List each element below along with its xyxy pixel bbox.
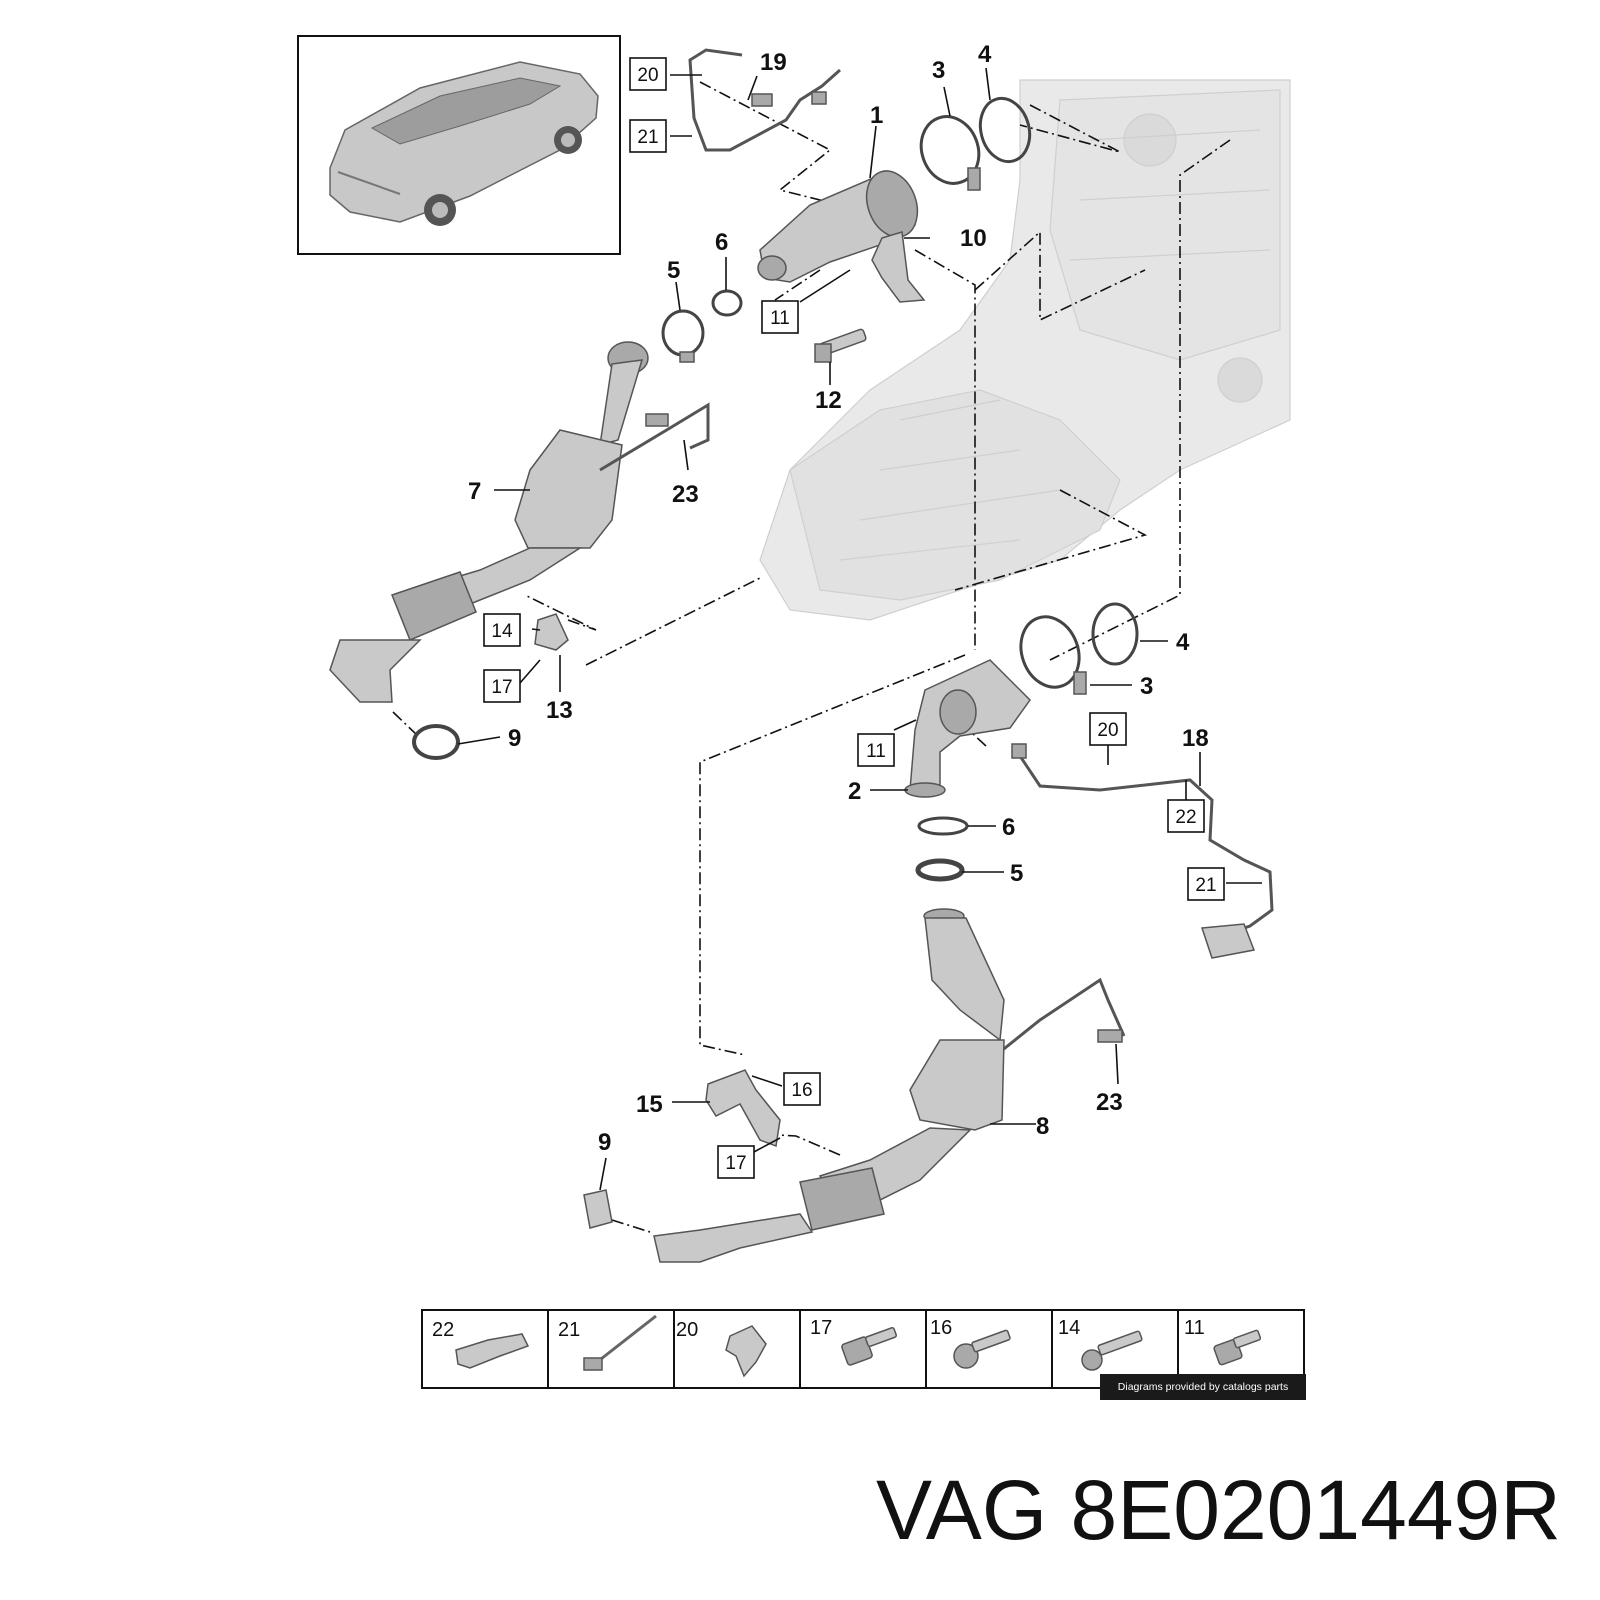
seal-6-lower: [917, 816, 969, 836]
boxed-callout-21: 21: [637, 127, 658, 148]
callout-1: 1: [870, 102, 883, 129]
callout-12: 12: [815, 387, 842, 414]
part-19-sensor-wire: [688, 48, 841, 152]
boxed-callout-21b: 21: [1195, 875, 1216, 896]
boxed-callout-17: 17: [491, 677, 512, 698]
clamp-5-lower: [915, 858, 965, 882]
callout-18: 18: [1182, 725, 1209, 752]
callout-4b: 4: [1176, 629, 1190, 656]
seal-4-upper: [978, 96, 1032, 164]
clamp-9-upper: [412, 724, 460, 760]
callout-9: 9: [508, 725, 521, 752]
part-7-catalytic-converter: [329, 341, 649, 703]
vehicle-inset: [297, 35, 621, 255]
part-number: VAG 8E0201449R: [876, 1463, 1561, 1557]
boxed-callout-20: 20: [637, 65, 658, 86]
seal-6-upper: [711, 289, 743, 317]
boxed-callout-20b: 20: [1097, 720, 1118, 741]
callout-10: 10: [960, 225, 987, 252]
callout-13: 13: [546, 697, 573, 724]
table-cell-label: 17: [810, 1317, 832, 1339]
part-18-sensor-wire: [1011, 743, 1274, 959]
boxed-callout-11: 11: [770, 308, 790, 329]
callout-23b: 23: [1096, 1089, 1123, 1116]
callout-23: 23: [672, 481, 699, 508]
boxed-callouts: 20 21 11 14 17 11 20 22 21 16 17: [483, 57, 1225, 1179]
part-2-lower-pipe: [904, 659, 1031, 798]
callout-8: 8: [1036, 1113, 1049, 1140]
leader-lines: [457, 67, 1262, 1191]
boxed-callout-14: 14: [491, 621, 513, 642]
part-15-bracket: [705, 1069, 781, 1148]
boxed-callout-22: 22: [1175, 807, 1196, 828]
boxed-callout-16: 16: [791, 1080, 812, 1101]
part-23-sensor-upper: [599, 402, 710, 472]
bolt-icon: [1081, 1330, 1143, 1371]
callout-2: 2: [848, 778, 861, 805]
part-12-bolt: [814, 328, 867, 363]
bolt-icon: [1213, 1329, 1262, 1366]
callout-9b: 9: [598, 1129, 611, 1156]
table-cell-label: 20: [676, 1319, 698, 1341]
table-cell-label: 11: [1184, 1317, 1205, 1339]
callout-3: 3: [932, 57, 945, 84]
part-23-sensor-lower: [989, 977, 1126, 1062]
bolt-icon: [841, 1326, 897, 1366]
callout-15: 15: [636, 1091, 663, 1118]
holder-icon: [725, 1325, 767, 1378]
table-cell-label: 22: [432, 1319, 454, 1341]
boxed-callout-17b: 17: [725, 1153, 746, 1174]
credit-label: Diagrams provided by catalogs parts: [1100, 1374, 1306, 1400]
assembly-lines: [392, 81, 1231, 1233]
callout-6: 6: [715, 229, 728, 256]
clamp-5-upper: [661, 309, 705, 363]
table-cell-label: 21: [558, 1319, 580, 1341]
part-10-bracket: [871, 231, 926, 303]
cable-tie-icon: [583, 1314, 657, 1371]
part-13-bracket: [534, 613, 569, 651]
boxed-callout-11b: 11: [866, 741, 886, 762]
clamp-9-lower: [583, 1189, 613, 1229]
callout-3b: 3: [1140, 673, 1153, 700]
callout-6b: 6: [1002, 814, 1015, 841]
table-cell-label: 14: [1058, 1317, 1080, 1339]
engine-transmission-illustration: [759, 79, 1291, 621]
table-cell-label: 16: [930, 1317, 952, 1339]
callout-numbers: 19 1 3 4 10 6 5 12 7 23 13 9 4 3 18 2 6 …: [468, 41, 1209, 1156]
clamp-3-upper: [919, 115, 981, 191]
callout-5b: 5: [1010, 860, 1023, 887]
clip-icon: [455, 1333, 530, 1369]
callout-4: 4: [978, 41, 992, 68]
callout-19: 19: [760, 49, 787, 76]
seal-4-lower: [1091, 602, 1139, 666]
callout-7: 7: [468, 478, 481, 505]
callout-5: 5: [667, 257, 680, 284]
clamp-3-lower: [1019, 615, 1087, 695]
part-8-catalytic-converter: [653, 908, 1005, 1263]
bolt-icon: [953, 1329, 1011, 1369]
